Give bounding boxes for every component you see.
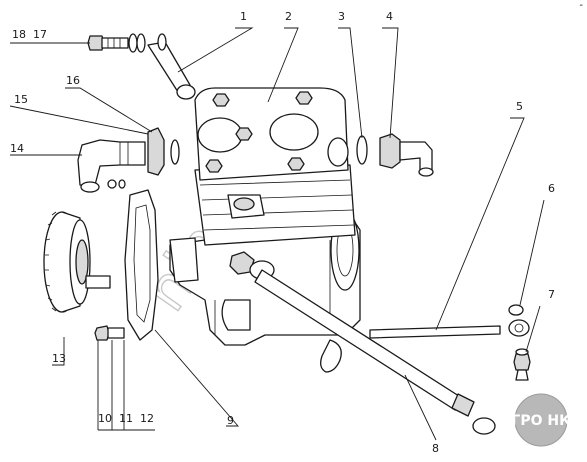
part-14-elbow xyxy=(77,139,146,193)
callout-4: 4 xyxy=(386,10,393,23)
part-8-pipe xyxy=(254,269,496,435)
part-4-elbow-fitting xyxy=(379,133,434,177)
part-17-18-bolt-washer xyxy=(87,33,146,53)
callout-2: 2 xyxy=(285,10,292,23)
part-10-12-bolt xyxy=(94,325,125,341)
callout-16: 16 xyxy=(66,74,80,87)
head-bolts xyxy=(205,91,313,173)
part-13-gear xyxy=(43,211,111,313)
leader-lines xyxy=(9,27,545,441)
corner-mark: - xyxy=(579,0,583,11)
callout-14: 14 xyxy=(10,142,24,155)
callout-3: 3 xyxy=(338,10,345,23)
callout-10-11-12: 10 11 12 xyxy=(98,412,154,425)
part-15-16-nut-washer xyxy=(147,127,180,176)
part-7-fitting xyxy=(513,348,531,381)
callout-5: 5 xyxy=(516,100,523,113)
callout-15: 15 xyxy=(14,93,28,106)
part-1-elbow-pipe xyxy=(147,33,196,100)
callout-8: 8 xyxy=(432,442,439,455)
callout-6: 6 xyxy=(548,182,555,195)
callout-9: 9 xyxy=(227,414,234,427)
callout-18-17: 18 17 xyxy=(12,28,47,41)
logo-text: АГРО НКА xyxy=(501,413,582,429)
callout-7: 7 xyxy=(548,288,555,301)
callout-13: 13 xyxy=(52,352,66,365)
part-3-seal xyxy=(356,135,368,165)
brand-logo: АГРО НКА xyxy=(501,393,582,447)
callout-labels: 1 2 3 4 5 6 7 8 9 13 14 15 16 18 17 10 1… xyxy=(10,10,555,455)
part-6-washer xyxy=(508,304,524,316)
part-5-pipe xyxy=(369,319,530,339)
part-9-gasket xyxy=(124,189,159,341)
callout-1: 1 xyxy=(240,10,247,23)
